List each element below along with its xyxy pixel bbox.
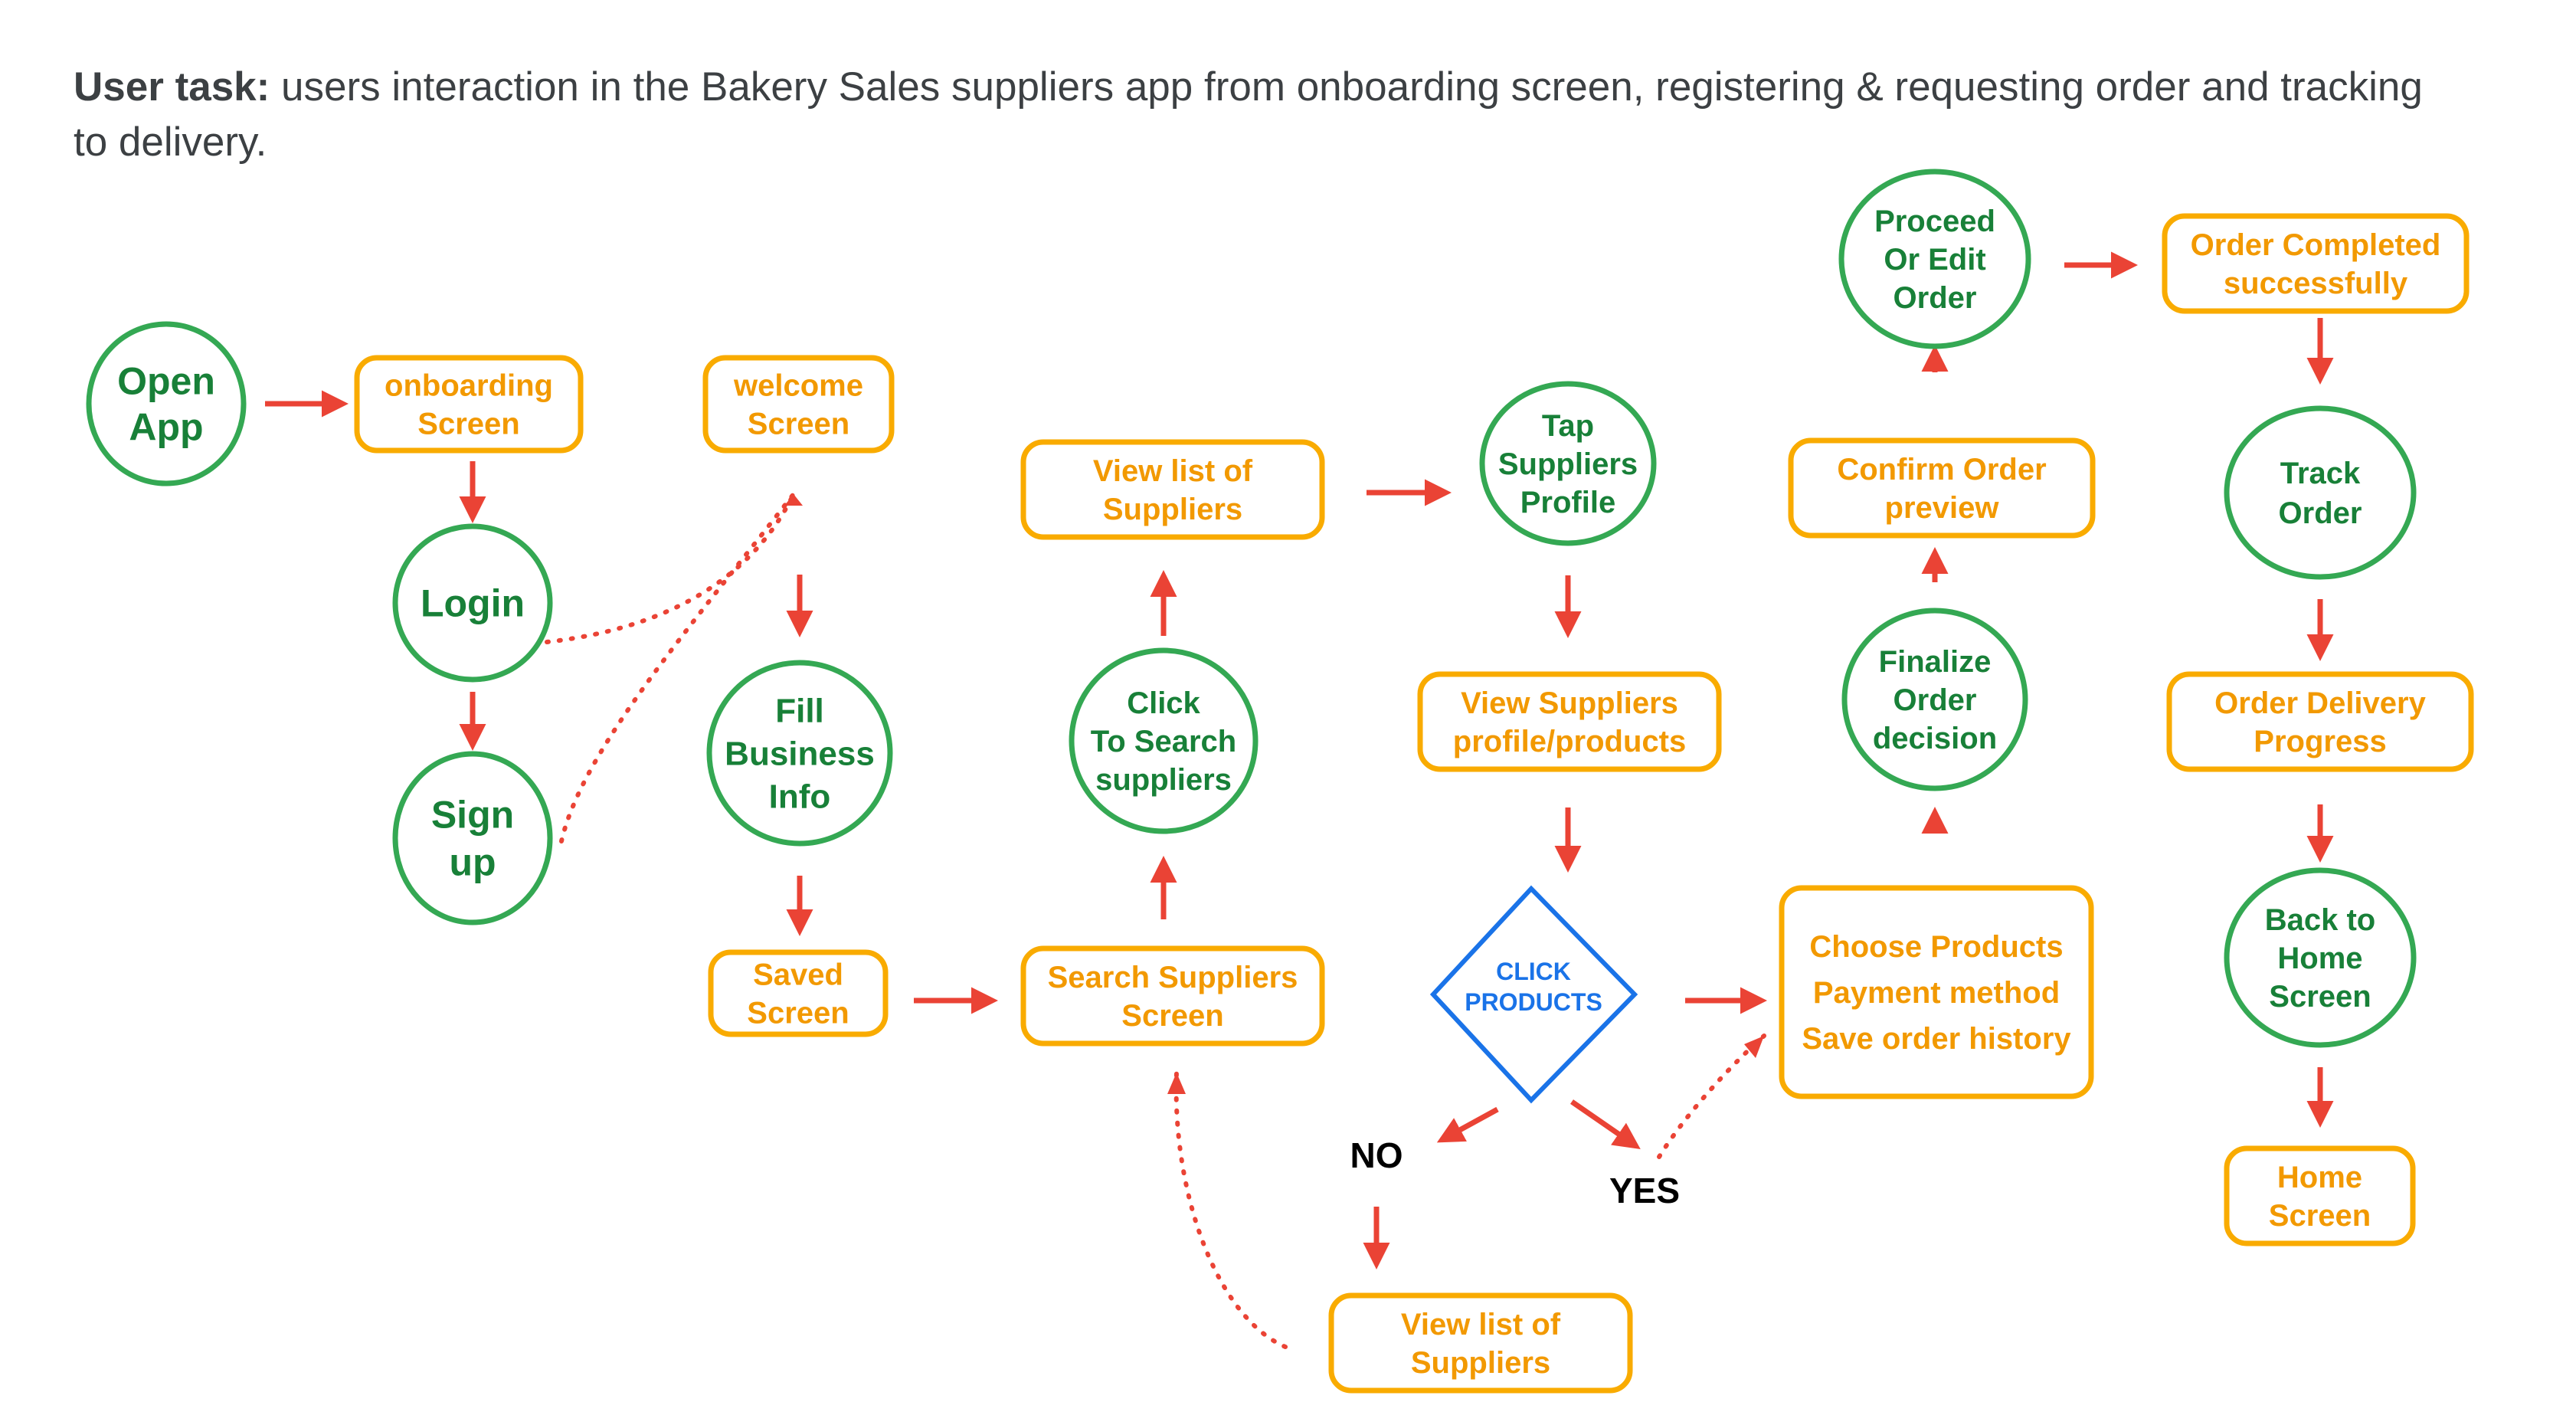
login-node <box>392 523 553 683</box>
saved-label-line: Saved <box>753 958 843 992</box>
view-list-bottom-node <box>1328 1292 1633 1394</box>
back-home-label-line: Back to <box>2265 903 2376 937</box>
view-list-bottom-label-line: View list of <box>1401 1308 1561 1341</box>
home-label-line: Screen <box>2269 1199 2371 1233</box>
welcome-label-line: Screen <box>748 408 849 441</box>
view-profile-label-line: View Suppliers <box>1461 686 1678 720</box>
welcome-label-line: welcome <box>733 369 863 403</box>
search-screen-node <box>1020 945 1325 1047</box>
proceed-label-line: Proceed <box>1874 205 1995 238</box>
fill-info-node <box>706 660 893 847</box>
fill-info-label-line: Business <box>725 735 875 772</box>
tap-profile-label-line: Tap <box>1542 409 1594 443</box>
choose-label-line: Choose Products <box>1809 930 2063 964</box>
view-list-node <box>1020 439 1325 540</box>
click-search-label-line: Click <box>1127 686 1200 720</box>
home-label-line: Home <box>2277 1161 2362 1194</box>
welcome-node <box>702 355 895 454</box>
signup-label-line: Sign <box>431 794 514 837</box>
signup-label-line: up <box>449 841 496 884</box>
dotted-arrowhead <box>1744 1036 1764 1058</box>
search-screen-label-line: Screen <box>1121 999 1223 1033</box>
click-search-node <box>1069 647 1259 834</box>
onboarding-label-line: onboarding <box>385 369 553 403</box>
track-node <box>2224 405 2417 580</box>
signup-node <box>392 751 553 925</box>
no-label-line: NO <box>1350 1135 1403 1175</box>
saved-label-line: Screen <box>747 997 849 1030</box>
dotted-connector <box>1657 1033 1766 1159</box>
caption-text: users interaction in the Bakery Sales su… <box>74 64 2423 165</box>
delivery-node <box>2166 671 2474 772</box>
fill-info-label-line: Info <box>769 778 831 815</box>
flow-arrow <box>1570 1099 1641 1149</box>
click-products-label-line: PRODUCTS <box>1465 988 1602 1016</box>
back-home-label-line: Screen <box>2269 980 2371 1014</box>
track-label-line: Track <box>2280 457 2361 490</box>
completed-label-line: successfully <box>2224 267 2408 300</box>
open-app-label-line: Open <box>117 360 215 403</box>
confirm-label-line: preview <box>1885 491 2000 525</box>
back-home-label-line: Home <box>2277 942 2362 975</box>
saved-node <box>708 949 889 1037</box>
track-label-line: Order <box>2279 496 2362 530</box>
view-list-bottom-label-line: Suppliers <box>1411 1346 1550 1380</box>
view-list-label-line: Suppliers <box>1103 493 1242 526</box>
finalize-node <box>1841 608 2028 791</box>
proceed-node <box>1838 169 2031 349</box>
completed-node <box>2162 213 2470 314</box>
click-search-label-line: To Search <box>1091 725 1236 758</box>
flow-arrow <box>1436 1106 1499 1143</box>
click-products-label-line: CLICK <box>1496 958 1571 985</box>
finalize-label-line: decision <box>1873 722 1997 755</box>
tap-profile-label-line: Suppliers <box>1498 447 1638 481</box>
proceed-label-line: Or Edit <box>1884 243 1985 277</box>
confirm-node <box>1788 437 2096 539</box>
open-app-node <box>86 321 247 486</box>
open-app-label-line: App <box>129 406 203 449</box>
choose-label-line: Payment method <box>1813 976 2060 1010</box>
login-label-line: Login <box>421 582 525 625</box>
delivery-label-line: Order Delivery <box>2214 686 2426 720</box>
view-list-label-line: View list of <box>1093 454 1253 488</box>
finalize-label-line: Finalize <box>1879 645 1992 679</box>
choose-label-line: Save order history <box>1802 1022 2071 1056</box>
finalize-label-line: Order <box>1894 683 1977 717</box>
dotted-connector <box>1173 1070 1288 1349</box>
click-products-decision-node <box>1429 885 1638 1104</box>
tap-profile-label-line: Profile <box>1520 486 1615 519</box>
view-profile-node <box>1417 671 1722 772</box>
click-search-label-line: suppliers <box>1095 763 1232 797</box>
user-task-caption: User task: users interaction in the Bake… <box>74 60 2448 170</box>
caption-label: User task: <box>74 64 270 110</box>
tap-profile-node <box>1479 381 1657 546</box>
dotted-arrowhead <box>1167 1073 1186 1094</box>
fill-info-label-line: Fill <box>775 692 824 729</box>
onboarding-label-line: Screen <box>417 408 519 441</box>
dotted-arrowhead <box>784 494 803 506</box>
connector-layer <box>265 251 2334 1349</box>
search-screen-label-line: Search Suppliers <box>1048 961 1298 994</box>
delivery-label-line: Progress <box>2254 725 2386 758</box>
view-profile-label-line: profile/products <box>1453 725 1686 758</box>
choose-node <box>1779 885 2094 1099</box>
onboarding-node <box>354 355 584 454</box>
node-layer: OpenAppLoginSignupFillBusinessInfoClickT… <box>86 169 2474 1394</box>
confirm-label-line: Confirm Order <box>1837 453 2046 486</box>
completed-label-line: Order Completed <box>2191 228 2441 262</box>
dotted-connector <box>545 492 796 644</box>
back-home-node <box>2224 867 2417 1048</box>
yes-label-line: YES <box>1609 1171 1680 1210</box>
home-node <box>2224 1145 2416 1246</box>
proceed-label-line: Order <box>1894 281 1977 315</box>
